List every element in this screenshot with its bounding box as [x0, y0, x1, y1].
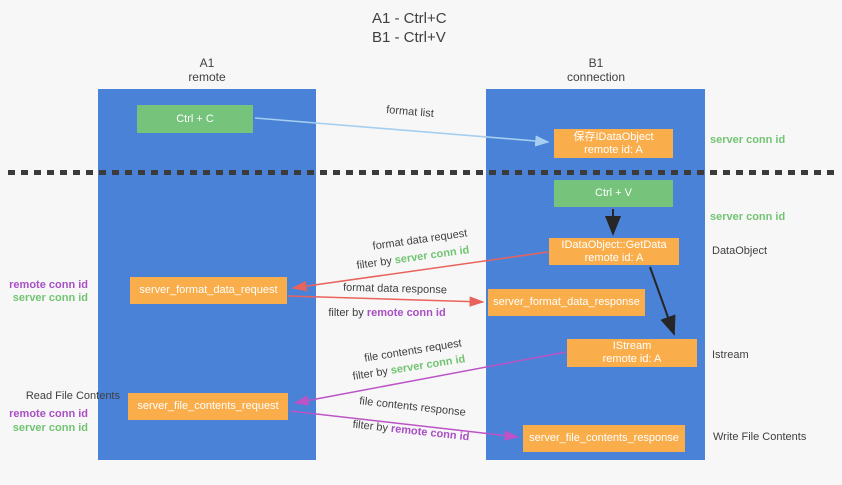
edge-label-filter-format-data-response: filter by remote conn id — [312, 307, 462, 319]
node-ctrl-v: Ctrl + V — [554, 180, 673, 207]
node-save-idataobject-line1: 保存IDataObject — [573, 130, 654, 143]
node-idataobject-getdata: IDataObject::GetData remote id: A — [549, 238, 679, 265]
node-format-data-response-label: server_format_data_response — [493, 296, 640, 308]
dotted-separator-line — [8, 170, 835, 175]
annotation-server-conn-id-bottom: server conn id — [12, 422, 88, 434]
remote-conn-id-key: remote conn id — [390, 422, 470, 444]
node-file-contents-request-label: server_file_contents_request — [137, 400, 279, 412]
annotation-server-conn-id-mid-left: server conn id — [12, 292, 88, 304]
edge-label-file-contents-response: file contents response — [358, 395, 467, 419]
lane-a1-name: A1 — [199, 56, 215, 70]
node-server-format-data-response: server_format_data_response — [488, 289, 645, 316]
remote-conn-id-key: remote conn id — [366, 307, 446, 319]
lane-b1-name: B1 — [588, 56, 604, 70]
annotation-read-file-contents: Read File Contents — [25, 390, 120, 402]
node-server-file-contents-response: server_file_contents_response — [523, 425, 685, 452]
lane-a1-role: remote — [188, 70, 226, 84]
node-format-data-request-label: server_format_data_request — [139, 284, 278, 296]
lane-b1-role: connection — [566, 70, 626, 84]
lane-header-b1: B1 connection — [536, 56, 656, 84]
annotation-istream: Istream — [712, 349, 749, 361]
arrow-format-data-response — [287, 295, 485, 307]
annotation-remote-conn-id-mid: remote conn id — [9, 279, 88, 291]
filter-by-text: filter by — [351, 364, 392, 383]
annotation-server-conn-id-top: server conn id — [710, 134, 786, 146]
node-ctrl-v-label: Ctrl + V — [595, 187, 632, 199]
node-istream-line1: IStream — [612, 340, 652, 352]
node-save-idataobject-line2: remote id: A — [584, 143, 643, 156]
annotation-server-conn-id-mid: server conn id — [710, 211, 786, 223]
node-file-contents-response-label: server_file_contents_response — [529, 432, 679, 444]
diagram-title-line1: A1 - Ctrl+C — [372, 10, 447, 27]
node-istream: IStream remote id: A — [567, 339, 697, 367]
node-server-file-contents-request: server_file_contents_request — [128, 393, 288, 420]
edge-label-format-data-response: format data response — [342, 281, 448, 297]
node-getdata-line2: remote id: A — [584, 251, 644, 264]
node-save-idataobject: 保存IDataObject remote id: A — [554, 129, 673, 158]
node-server-format-data-request: server_format_data_request — [130, 277, 287, 304]
node-istream-line2: remote id: A — [602, 353, 662, 365]
edge-label-filter-file-contents-response: filter by remote conn id — [336, 417, 486, 445]
diagram-title-line2: B1 - Ctrl+V — [372, 29, 446, 46]
lane-header-a1: A1 remote — [147, 56, 267, 84]
node-ctrl-c-label: Ctrl + C — [176, 112, 214, 125]
annotation-remote-conn-id-bottom: remote conn id — [9, 408, 88, 420]
edge-label-format-list: format list — [385, 104, 435, 120]
annotation-dataobject: DataObject — [712, 245, 768, 257]
node-getdata-line1: IDataObject::GetData — [561, 238, 667, 251]
diagram-title: A1 - Ctrl+C B1 - Ctrl+V — [372, 9, 447, 47]
filter-by-text: filter by — [355, 254, 396, 272]
filter-by-text: filter by — [352, 418, 392, 435]
annotation-write-file-contents: Write File Contents — [713, 431, 807, 443]
filter-by-text: filter by — [328, 307, 367, 319]
node-ctrl-c: Ctrl + C — [137, 105, 253, 133]
